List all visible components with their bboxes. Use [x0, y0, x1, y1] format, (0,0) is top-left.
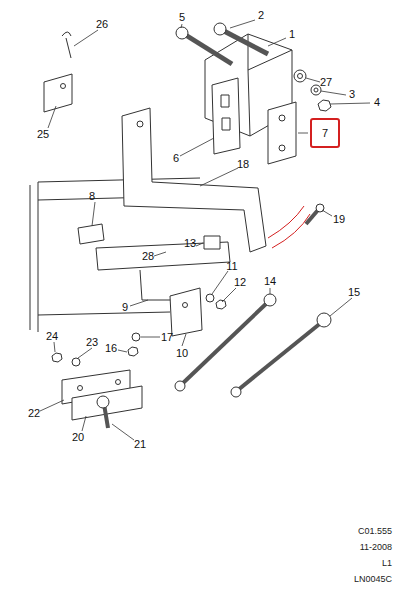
drawing-reference: LN0045C [354, 575, 392, 584]
callout-number: 10 [176, 348, 188, 359]
callout-number: 22 [28, 408, 40, 419]
callout-number: 8 [89, 191, 95, 202]
bracket [122, 108, 266, 252]
highlight-box: 7 [310, 118, 340, 148]
washer-hole [314, 88, 318, 92]
catch [78, 224, 104, 244]
callout-number: 13 [184, 238, 196, 249]
callout-number: 11 [226, 261, 237, 272]
plate [44, 74, 72, 112]
fitting-line [268, 206, 310, 248]
washer [206, 294, 214, 302]
bolt-head [176, 27, 188, 39]
drawing-reference: C01.555 [358, 527, 392, 536]
callout-number: 12 [234, 277, 246, 288]
nut [128, 347, 138, 356]
link-arm [182, 302, 268, 384]
callout-number: 19 [333, 214, 345, 225]
callout-number: 21 [134, 439, 146, 450]
link-arm [238, 322, 322, 390]
leader-lines [40, 20, 370, 440]
callout-number: 3 [349, 89, 355, 100]
callout-number: 6 [173, 153, 179, 164]
slot [221, 95, 229, 107]
callout-number: 23 [86, 337, 98, 348]
callout-number: 14 [264, 276, 276, 287]
hole [116, 380, 121, 385]
callout-number: 2 [258, 10, 264, 21]
nut [216, 300, 226, 309]
callout-number: 4 [374, 97, 380, 108]
hinge-tab [212, 78, 240, 154]
hole [279, 115, 285, 121]
hole [78, 386, 83, 391]
hole [183, 303, 188, 308]
hole [137, 121, 143, 127]
callout-number: 24 [46, 331, 58, 342]
callout-number: 17 [161, 332, 173, 343]
washer-hole [298, 74, 303, 79]
callout-number: 18 [237, 159, 249, 170]
link-end [264, 294, 276, 306]
hole [61, 84, 66, 89]
slot [222, 118, 230, 130]
packing-plate [268, 102, 296, 164]
callout-number: 28 [142, 251, 154, 262]
hole [279, 145, 285, 151]
callout-number: 27 [320, 77, 332, 88]
rod [140, 270, 172, 300]
washer [294, 70, 306, 82]
callout-number: 5 [179, 12, 185, 23]
hinge-leaf [170, 288, 202, 336]
link-end [231, 387, 241, 397]
callout-number: 26 [96, 19, 108, 30]
bolt-head [214, 23, 226, 35]
washer [311, 85, 321, 95]
link-end [317, 313, 331, 327]
nut [52, 353, 62, 362]
callout-number: 16 [105, 343, 117, 354]
bolt-head [97, 396, 109, 408]
nut [318, 100, 331, 111]
callout-number: 1 [289, 29, 295, 40]
callout-number: 20 [72, 432, 84, 443]
callout-number: 9 [122, 302, 128, 313]
washer [72, 358, 80, 366]
link-end [175, 381, 185, 391]
bolt [184, 34, 232, 64]
drawing-reference: L1 [382, 559, 392, 568]
drawing-reference: 11-2008 [360, 543, 392, 552]
callout-number: 15 [348, 287, 360, 298]
bolt [222, 30, 268, 54]
block [204, 236, 220, 249]
callout-number: 25 [37, 129, 49, 140]
split-pin [62, 32, 71, 58]
callout-number: 7 [322, 128, 328, 139]
washer [132, 333, 140, 341]
